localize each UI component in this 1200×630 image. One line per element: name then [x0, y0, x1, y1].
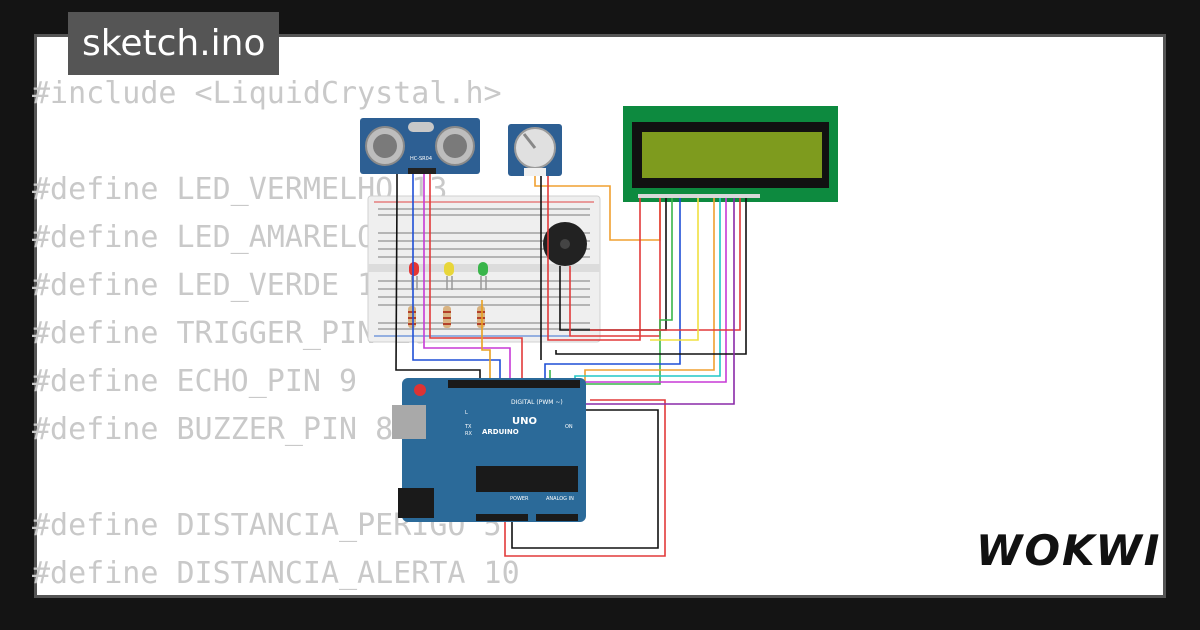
wires [395, 174, 747, 557]
potentiometer [508, 124, 562, 176]
analog-label: ANALOG IN [546, 496, 574, 502]
arduino-model: UNO [512, 416, 537, 427]
buzzer [543, 222, 587, 266]
rx-label: RX [465, 431, 472, 437]
code-line: #include <LiquidCrystal.h> [32, 76, 502, 111]
resistor [408, 306, 485, 328]
wokwi-logo: WOKWI [976, 526, 1162, 575]
arduino-brand: ARDUINO [482, 428, 519, 436]
ultrasonic-label: HC-SR04 [410, 156, 432, 162]
led-yellow [444, 262, 454, 290]
tx-label: TX [464, 424, 472, 430]
led-red [409, 262, 419, 290]
sketch-filename-tab: sketch.ino [68, 12, 280, 75]
code-line: #define ECHO_PIN 9 [32, 364, 358, 399]
l-label: L [465, 410, 468, 416]
code-background: #include <LiquidCrystal.h> #define LED_VE… [32, 70, 520, 598]
code-line: #define DISTANCIA_ALERTA 10 [32, 556, 520, 591]
arduino-uno: DIGITAL (PWM ~) UNO ARDUINO ON TX RX L P… [392, 378, 586, 522]
ultrasonic-sensor: HC-SR04 [360, 118, 480, 174]
led-green [478, 262, 488, 290]
digital-label: DIGITAL (PWM ~) [511, 399, 563, 406]
code-line: #define LED_VERDE 11 [32, 268, 394, 303]
lcd-display [623, 106, 838, 202]
power-label: POWER [510, 496, 529, 502]
on-label: ON [565, 424, 573, 430]
code-line: #define BUZZER_PIN 8 [32, 412, 394, 447]
